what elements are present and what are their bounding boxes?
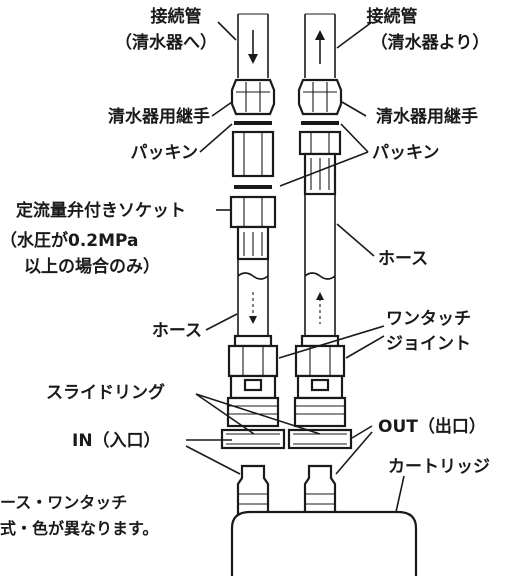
left-flow-valve-socket — [229, 195, 277, 261]
label-one-touch-1: ワンタッチ — [386, 309, 471, 329]
left-hex-socket — [231, 130, 275, 178]
hose-flow-up-arrow-icon — [316, 292, 324, 324]
label-hose-left: ホース — [152, 321, 202, 341]
in-port-nipple — [236, 464, 270, 516]
cartridge-body — [230, 510, 418, 576]
left-one-touch-joint — [226, 334, 280, 428]
left-packing-upper — [234, 121, 272, 125]
label-pipe-out-sub: （清水器より） — [371, 32, 490, 53]
label-fitting-left: 清水器用継手 — [108, 106, 210, 127]
flow-up-arrow-icon — [315, 30, 325, 64]
flow-down-arrow-icon — [248, 30, 258, 64]
hose-flow-down-arrow-icon — [249, 292, 257, 324]
left-connection-pipe — [237, 13, 269, 78]
left-fitting — [230, 78, 276, 116]
left-slide-ring — [220, 428, 286, 450]
right-slide-ring — [287, 428, 353, 450]
label-packing-left: パッキン — [131, 143, 199, 163]
right-assembly — [287, 13, 353, 516]
label-hose-right: ホース — [378, 249, 428, 269]
leader-lines — [185, 21, 405, 513]
out-port-nipple — [303, 464, 337, 516]
label-one-touch-2: ジョイント — [386, 334, 471, 354]
label-pipe-in-name: 接続管 — [151, 6, 202, 27]
label-socket-note-2: 以上の場合のみ） — [24, 256, 160, 277]
label-in-port: IN（入口） — [72, 430, 161, 451]
left-hose — [237, 259, 269, 336]
right-hex-socket — [298, 130, 342, 196]
label-pipe-in-sub: （清水器へ） — [115, 32, 217, 53]
footnote-line-2: 式・色が異なります。 — [0, 519, 158, 538]
left-packing-lower — [234, 185, 272, 189]
left-assembly — [220, 13, 286, 516]
right-fitting — [297, 78, 343, 116]
right-one-touch-joint — [293, 334, 347, 428]
label-socket-note-1: （水圧が0.2MPa — [0, 230, 139, 251]
label-slide-ring: スライドリング — [46, 382, 165, 403]
right-connection-pipe — [304, 13, 336, 78]
label-socket-name: 定流量弁付きソケット — [16, 200, 186, 221]
label-pipe-out-name: 接続管 — [367, 6, 418, 27]
label-packing-right: パッキン — [372, 143, 440, 163]
footnote-line-1: ース・ワンタッチ — [0, 493, 127, 512]
label-fitting-right: 清水器用継手 — [376, 106, 478, 127]
right-hose — [304, 194, 336, 336]
right-packing — [301, 121, 339, 125]
label-out-port: OUT（出口） — [378, 416, 486, 437]
label-cartridge: カートリッジ — [388, 457, 490, 477]
